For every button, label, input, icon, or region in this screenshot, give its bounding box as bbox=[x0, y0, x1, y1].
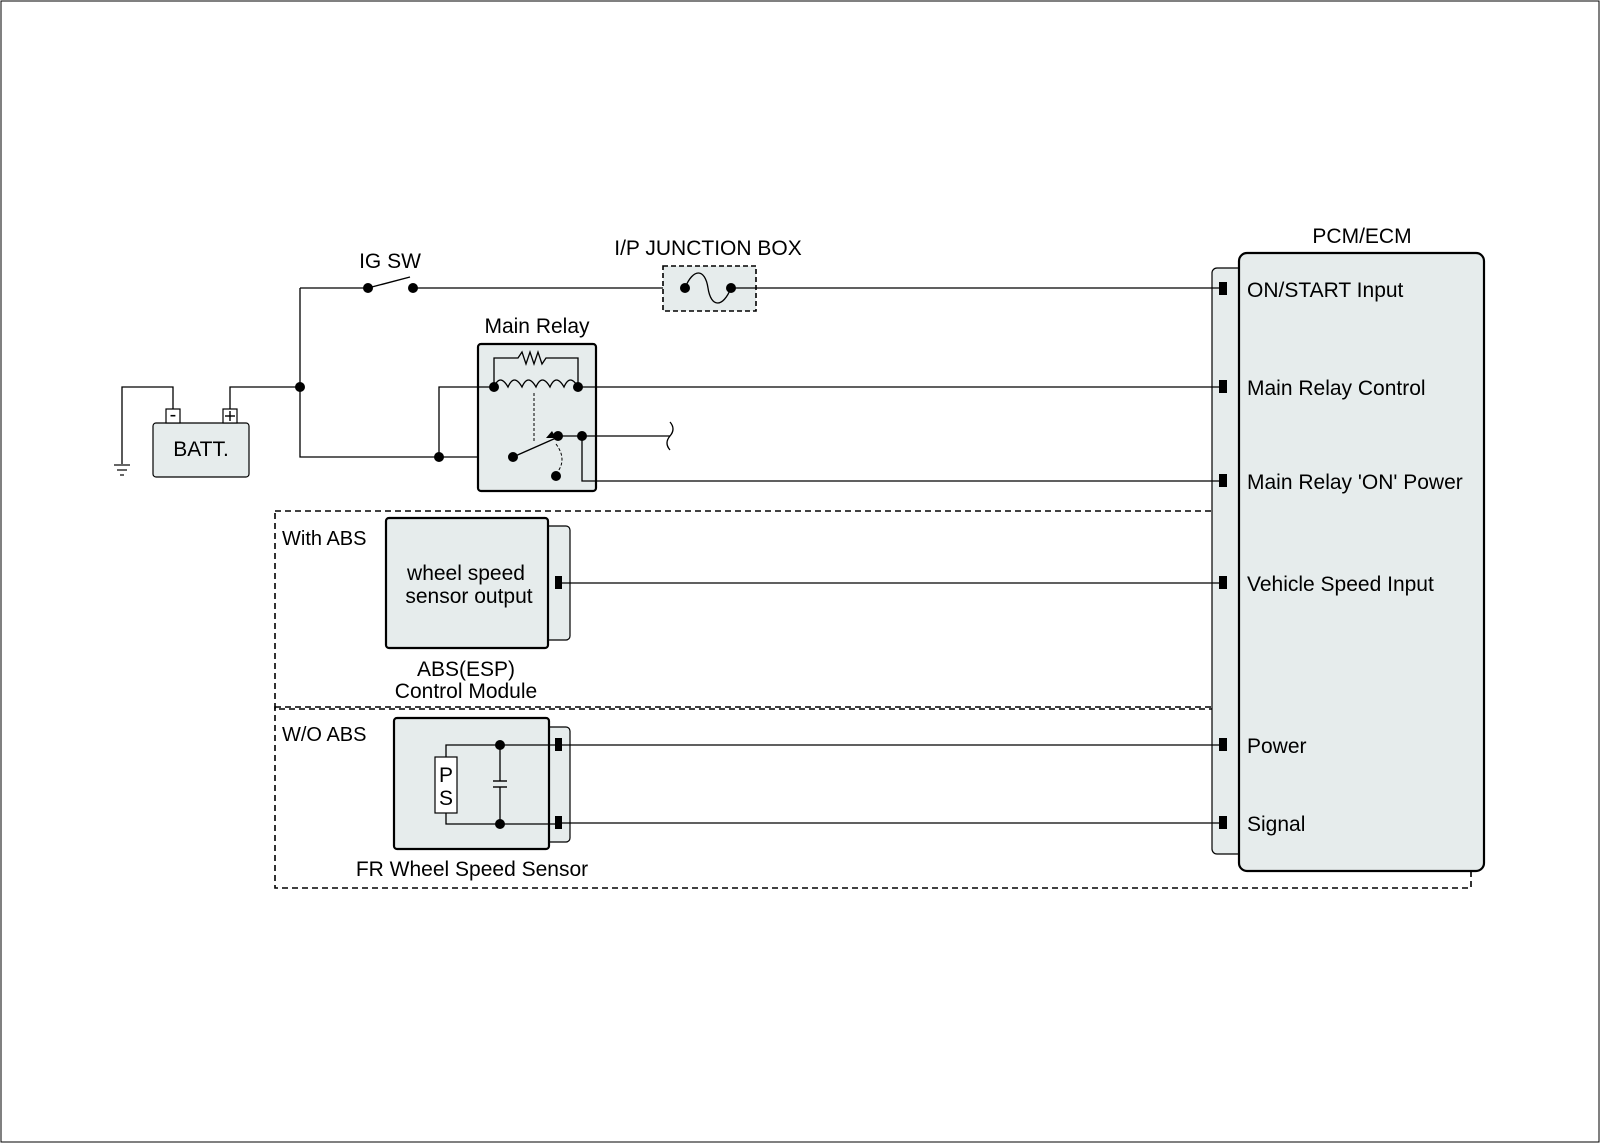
terminal-on-start-input: ON/START Input bbox=[1247, 279, 1404, 302]
terminal-main-relay-control: Main Relay Control bbox=[1247, 377, 1426, 400]
terminal-signal: Signal bbox=[1247, 813, 1305, 836]
wheel-sensor-p: P bbox=[439, 764, 453, 787]
wheel-sensor-dot-top bbox=[495, 740, 505, 750]
abs-output-line1: wheel speed bbox=[406, 562, 525, 585]
pin-main-relay-control bbox=[1219, 380, 1227, 393]
abs-output-line2: sensor output bbox=[405, 585, 532, 608]
relay-resistor bbox=[493, 349, 579, 387]
relay-on-power-wire bbox=[581, 436, 1219, 482]
relay-switch-blade bbox=[512, 437, 557, 458]
wheel-sensor-internal-bottom bbox=[445, 813, 559, 825]
wheel-sensor-s: S bbox=[439, 787, 453, 810]
junction-box-label: I/P JUNCTION BOX bbox=[614, 237, 801, 260]
terminal-vehicle-speed-input: Vehicle Speed Input bbox=[1247, 573, 1434, 596]
pcm-ecm-box bbox=[1237, 251, 1486, 873]
abs-module-label-line2: Control Module bbox=[395, 680, 537, 703]
wheel-sensor-pin-signal bbox=[555, 816, 562, 829]
main-relay-label: Main Relay bbox=[484, 315, 590, 338]
pcm-ecm-title: PCM/ECM bbox=[1312, 225, 1411, 248]
wheel-sensor-dot-bottom bbox=[495, 819, 505, 829]
pin-signal bbox=[1219, 816, 1227, 829]
relay-coil-feed bbox=[438, 386, 494, 457]
junction-dot-battery bbox=[295, 382, 305, 392]
battery-box bbox=[152, 422, 250, 478]
pin-main-relay-power bbox=[1219, 474, 1227, 487]
with-abs-label: With ABS bbox=[282, 528, 366, 550]
abs-pin bbox=[555, 576, 562, 589]
abs-module-box bbox=[384, 516, 550, 650]
relay-switch-arc bbox=[555, 443, 563, 475]
terminal-power: Power bbox=[1247, 735, 1307, 758]
relay-switch-nc bbox=[551, 471, 561, 481]
wheel-sensor-internal-top bbox=[445, 744, 559, 757]
without-abs-group bbox=[274, 706, 1472, 889]
battery-label: BATT. bbox=[173, 438, 229, 461]
pin-on-start bbox=[1219, 282, 1227, 295]
wheel-sensor-pin-power bbox=[555, 738, 562, 751]
main-relay-box bbox=[476, 342, 598, 493]
relay-output-break bbox=[666, 421, 674, 451]
abs-module-label-line1: ABS(ESP) bbox=[417, 658, 515, 681]
junction-dot-relay-feed bbox=[434, 452, 444, 462]
ground-wire bbox=[121, 386, 174, 464]
ig-switch-label: IG SW bbox=[359, 250, 421, 273]
pin-power bbox=[1219, 738, 1227, 751]
wheel-sensor-box bbox=[392, 716, 551, 851]
battery-positive-wire bbox=[229, 386, 300, 409]
terminal-main-relay-on-power: Main Relay 'ON' Power bbox=[1247, 471, 1463, 494]
pin-vehicle-speed bbox=[1219, 576, 1227, 589]
wheel-sensor-label: FR Wheel Speed Sensor bbox=[356, 858, 588, 881]
fuse-element bbox=[684, 272, 732, 304]
without-abs-label: W/O ABS bbox=[282, 724, 366, 746]
relay-coil bbox=[493, 379, 579, 389]
ig-switch-blade bbox=[367, 276, 411, 289]
relay-switch-arrow bbox=[546, 431, 556, 438]
battery-negative-sign: - bbox=[170, 404, 177, 426]
